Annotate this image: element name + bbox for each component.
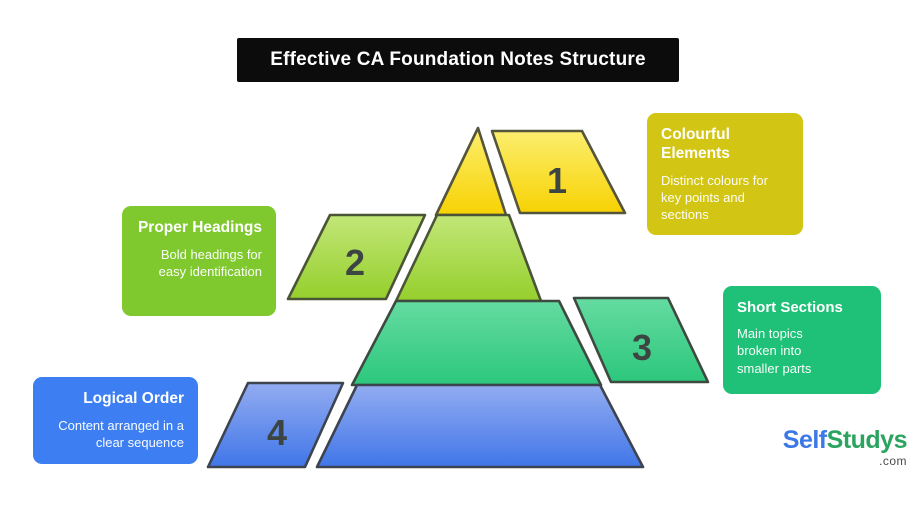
callout-proper-headings: Proper Headings Bold headings for easy i… — [122, 206, 276, 316]
callout-logical-order: Logical Order Content arranged in a clea… — [33, 377, 198, 464]
callout-logical-order-heading: Logical Order — [83, 390, 184, 407]
logo-suffix-com: .com — [878, 454, 907, 468]
callout-proper-headings-body: Bold headings for easy identification — [158, 246, 262, 280]
callout-colourful-elements-body: Distinct colours for key points and sect… — [661, 172, 768, 223]
level-1-number: 1 — [547, 160, 567, 201]
pyramid-piece-2 — [286, 213, 427, 301]
title-banner: Effective CA Foundation Notes Structure — [237, 38, 679, 82]
level-3-number: 3 — [632, 327, 652, 368]
pyramid-piece-4 — [206, 381, 345, 469]
logo-part-studys: Studys — [826, 426, 908, 454]
callout-colourful-elements-heading: Colourful Elements — [661, 126, 730, 162]
pyramid-piece-3 — [572, 296, 710, 384]
callout-short-sections: Short Sections Main topics broken into s… — [723, 286, 881, 394]
callout-short-sections-body: Main topics broken into smaller parts — [737, 326, 812, 376]
page-title: Effective CA Foundation Notes Structure — [270, 49, 646, 70]
logo-part-self: Self — [782, 426, 827, 454]
callout-proper-headings-heading: Proper Headings — [137, 219, 262, 236]
pyramid-level-3-shape — [350, 299, 603, 387]
callout-short-sections-heading: Short Sections — [737, 299, 843, 316]
selfstudys-logo: SelfStudys .com — [753, 426, 908, 468]
callout-logical-order-body: Content arranged in a clear sequence — [58, 417, 184, 451]
level-4-number: 4 — [267, 412, 287, 453]
selfstudys-wordmark: SelfStudys — [782, 426, 908, 454]
callout-colourful-elements: Colourful Elements Distinct colours for … — [647, 113, 803, 235]
level-2-number: 2 — [345, 242, 365, 283]
pyramid-piece-1 — [490, 129, 627, 215]
pyramid-level-4-shape — [315, 383, 645, 469]
